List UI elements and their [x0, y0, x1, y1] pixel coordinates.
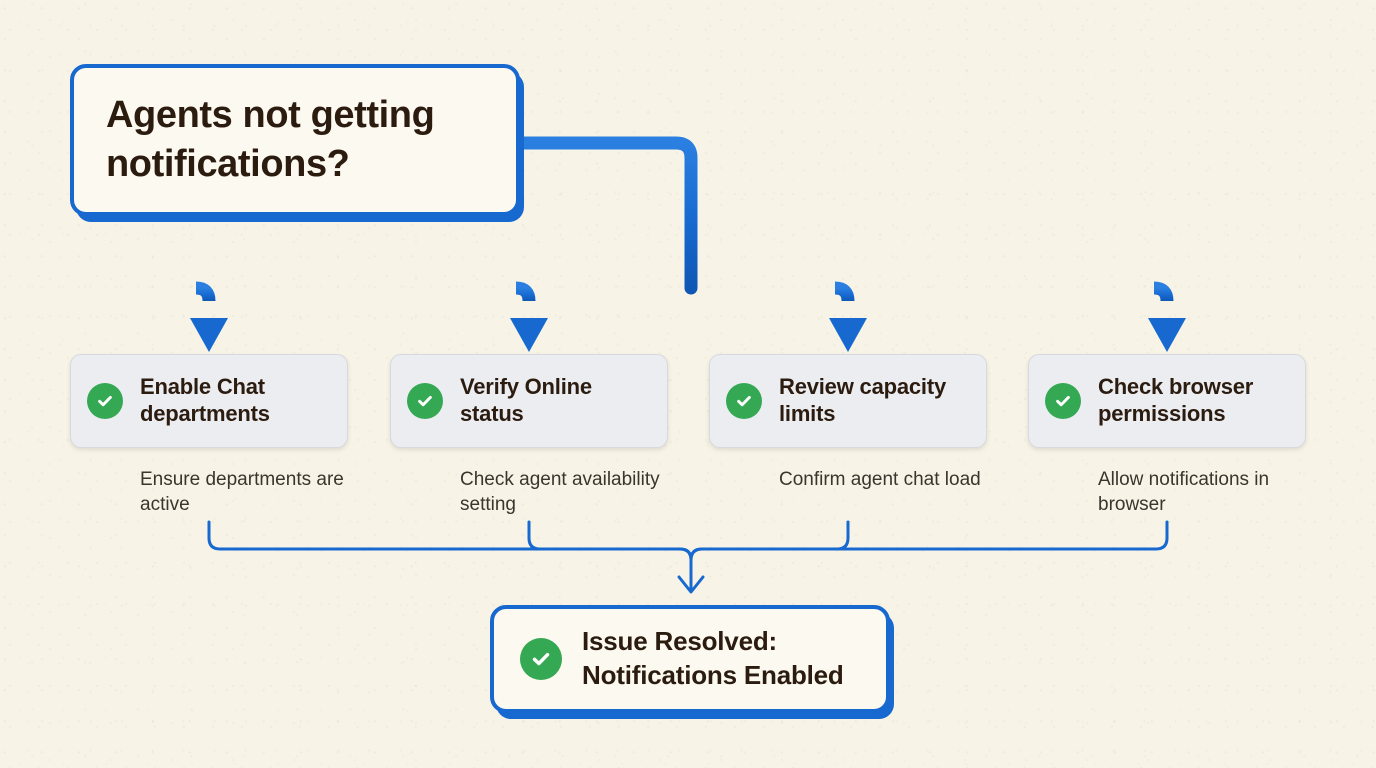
- check-circle-icon: [1045, 383, 1081, 419]
- connector-elbow-4: [1153, 281, 1174, 302]
- connector-merge-3: [689, 520, 850, 590]
- step-caption: Confirm agent chat load: [779, 469, 981, 490]
- step-column-1: Enable Chat departments Ensure departmen…: [70, 354, 348, 518]
- final-resolved-label: Issue Resolved: Notifications Enabled: [582, 626, 844, 690]
- step-caption: Check agent availability setting: [460, 469, 660, 516]
- step-title: Enable Chat departments: [140, 374, 270, 426]
- arrowhead-step-1: [190, 318, 228, 352]
- check-circle-icon: [407, 383, 443, 419]
- connector-elbow-1: [195, 281, 216, 302]
- final-resolved-node[interactable]: Issue Resolved: Notifications Enabled: [490, 605, 890, 713]
- step-column-4: Check browser permissions Allow notifica…: [1028, 354, 1306, 518]
- arrowhead-step-4: [1148, 318, 1186, 352]
- connector-merge-1: [207, 520, 693, 590]
- connector-merge-4: [689, 520, 1169, 590]
- step-card-check-browser-permissions[interactable]: Check browser permissions: [1028, 354, 1306, 448]
- arrowhead-step-3: [829, 318, 867, 352]
- step-card-verify-online-status[interactable]: Verify Online status: [390, 354, 668, 448]
- step-column-3: Review capacity limits Confirm agent cha…: [709, 354, 987, 492]
- step-caption: Allow notifications in browser: [1098, 469, 1270, 516]
- step-title: Verify Online status: [460, 374, 592, 426]
- check-circle-icon: [726, 383, 762, 419]
- check-circle-icon: [520, 638, 562, 680]
- step-card-review-capacity-limits[interactable]: Review capacity limits: [709, 354, 987, 448]
- arrowhead-final: [677, 575, 705, 594]
- step-card-enable-chat-departments[interactable]: Enable Chat departments: [70, 354, 348, 448]
- root-question-node[interactable]: Agents not getting notifications?: [70, 64, 520, 216]
- step-title: Review capacity limits: [779, 374, 946, 426]
- step-caption: Ensure departments are active: [140, 469, 344, 516]
- connector-merge-2: [527, 520, 693, 590]
- check-circle-icon: [87, 383, 123, 419]
- connector-elbow-2: [515, 281, 536, 302]
- step-title: Check browser permissions: [1098, 374, 1254, 426]
- arrowhead-step-2: [510, 318, 548, 352]
- connector-root-trunk: [517, 136, 698, 295]
- connector-elbow-3: [834, 281, 855, 302]
- root-question-label: Agents not getting notifications?: [106, 94, 435, 185]
- step-column-2: Verify Online status Check agent availab…: [390, 354, 668, 518]
